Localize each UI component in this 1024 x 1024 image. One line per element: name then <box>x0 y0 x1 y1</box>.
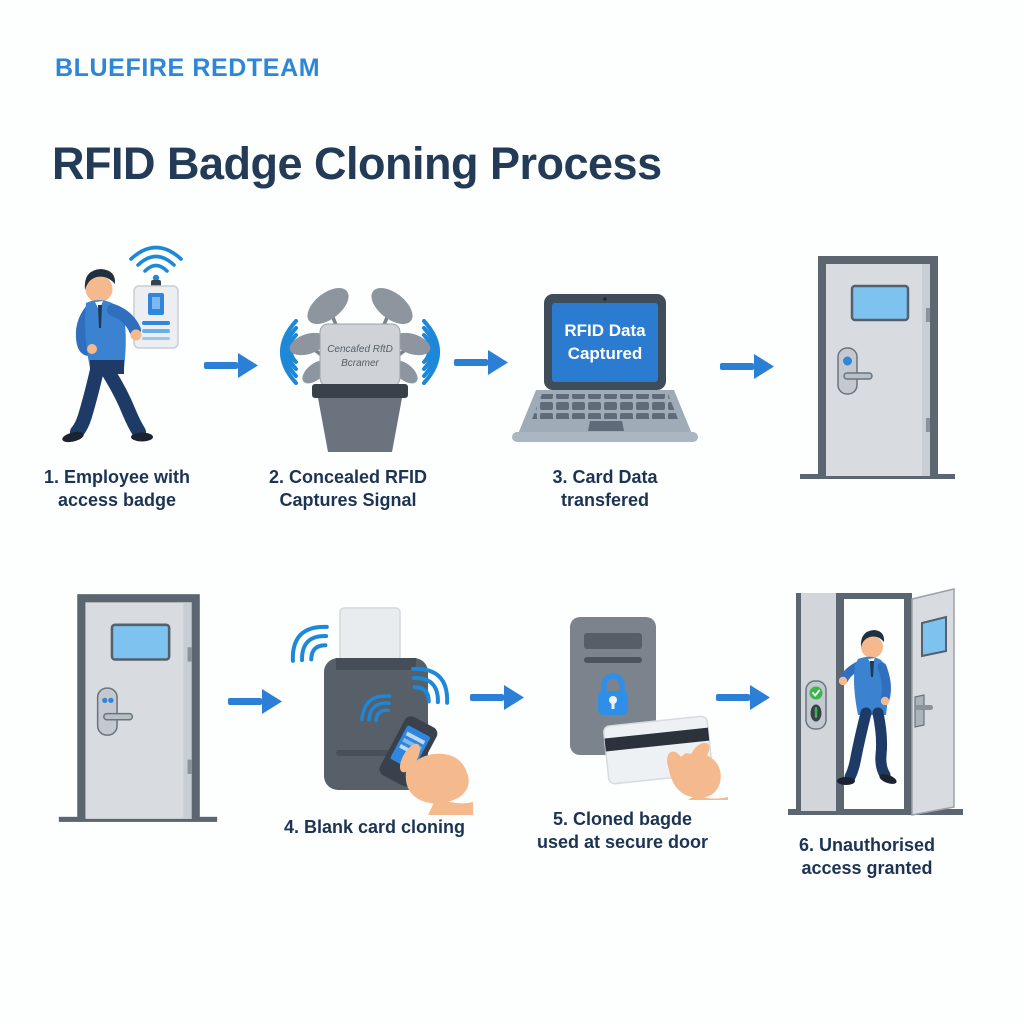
scanner-box-text-line1: Cencafed RftD <box>327 344 393 355</box>
door-hinge-top <box>926 308 930 322</box>
step6-label: 6. Unauthorised access granted <box>762 834 972 881</box>
page-title: RFID Badge Cloning Process <box>52 138 662 189</box>
secure-door-illustration <box>800 256 955 479</box>
flow-arrow-1 <box>204 353 258 378</box>
scanner-box: Cencafed RftD Bcramer <box>319 323 401 387</box>
door-window <box>850 284 910 322</box>
laptop-screen-text-line2: Captured <box>568 344 643 363</box>
step3-label-line2: transfered <box>560 490 650 511</box>
step4-label-line1: 4. Blank card cloning <box>283 817 466 837</box>
door-handle-icon <box>103 712 134 721</box>
wifi-signal-icon <box>129 245 183 282</box>
green-check-icon <box>809 686 823 700</box>
employee-with-badge-illustration <box>62 245 183 443</box>
door-threshold <box>58 816 218 822</box>
wifi-waves-small-icon <box>360 694 392 723</box>
laptop-screen-text-line1: RFID Data <box>564 321 646 340</box>
door-threshold <box>788 809 963 815</box>
door-threshold <box>800 474 955 479</box>
laptop-keyboard <box>512 390 698 442</box>
door-hinge-bottom <box>926 418 930 432</box>
step5-label-line2: used at secure door <box>536 832 709 853</box>
open-door-intruder-illustration <box>788 588 963 816</box>
flow-arrow-2 <box>454 350 508 375</box>
door-slab-shading <box>922 264 930 476</box>
padlock-icon <box>598 673 628 715</box>
door-slab-shading <box>183 602 192 819</box>
flow-arrow-5 <box>470 685 524 710</box>
step1-label-line2: access badge <box>57 490 177 511</box>
step6-label-line2: access granted <box>801 858 933 879</box>
hand <box>667 742 728 800</box>
flow-arrow-6 <box>716 685 770 710</box>
door-window <box>110 623 171 661</box>
wifi-waves-topleft-icon <box>290 624 329 663</box>
open-door <box>911 588 955 816</box>
step2-label: 2. Concealed RFID Captures Signal <box>248 466 448 513</box>
flow-arrow-4 <box>228 689 282 714</box>
laptop-illustration: RFID Data Captured <box>512 294 698 442</box>
intruder-figure <box>837 630 897 785</box>
card-cloning-illustration <box>290 607 473 815</box>
brand-logo: BLUEFIRE REDTEAM <box>55 54 321 82</box>
locked-door-illustration <box>58 594 218 822</box>
step3-label-line1: 3. Card Data <box>552 467 658 487</box>
flower-pot <box>312 384 408 452</box>
door-hinge-bottom <box>187 759 192 774</box>
card-reader-illustration <box>570 617 728 800</box>
scanner-box-text-line2: Bcramer <box>341 358 379 369</box>
hand <box>399 743 473 815</box>
access-reader <box>805 680 827 730</box>
door-lock-panel <box>837 347 873 395</box>
step2-label-line2: Captures Signal <box>279 490 417 511</box>
door-handle-icon <box>914 694 925 728</box>
card-reader <box>570 617 656 755</box>
step1-label: 1. Employee with access badge <box>22 466 212 513</box>
step5-label-line1: 5. Cloned bagde <box>552 809 693 829</box>
wifi-waves-right-icon <box>411 666 450 705</box>
step4-label: 4. Blank card cloning <box>262 816 487 839</box>
step5-label: 5. Cloned bagde used at secure door <box>520 808 725 855</box>
door-lock-panel <box>96 687 134 736</box>
employee-figure <box>62 269 153 443</box>
door-hinge-top <box>187 647 192 662</box>
step3-label: 3. Card Data transfered <box>520 466 690 513</box>
step1-label-line1: 1. Employee with <box>43 467 191 487</box>
concealed-scanner-plant-illustration: Cencafed RftD Bcramer <box>280 288 440 452</box>
flow-arrow-3 <box>720 354 774 379</box>
id-badge-icon <box>133 280 179 349</box>
step6-label-line1: 6. Unauthorised <box>798 835 936 855</box>
door-handle-icon <box>843 372 873 380</box>
laptop-screen: RFID Data Captured <box>544 294 666 390</box>
step2-label-line1: 2. Concealed RFID <box>268 467 428 487</box>
